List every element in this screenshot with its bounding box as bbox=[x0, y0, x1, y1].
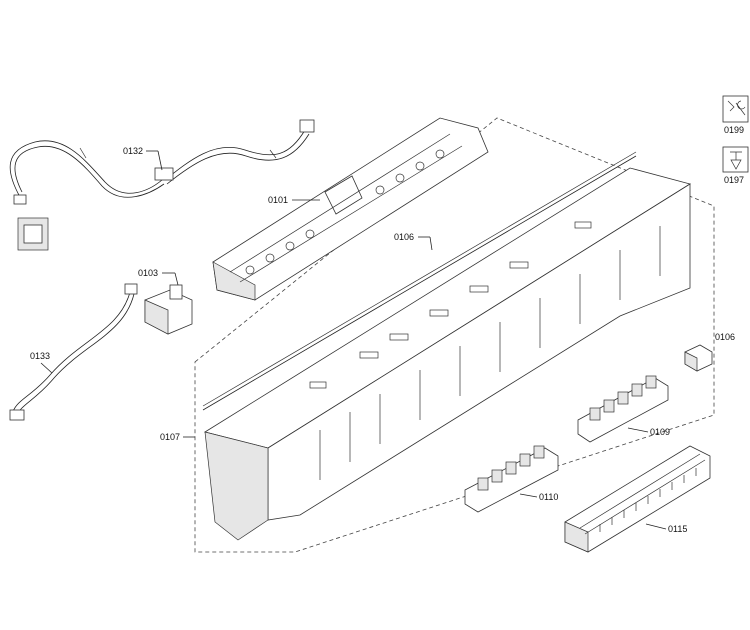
assembly-boundary bbox=[194, 117, 715, 553]
fascia-panel-0107[interactable] bbox=[203, 167, 691, 541]
wrench-icon[interactable] bbox=[722, 95, 749, 123]
callout-label-0133: 0133 bbox=[30, 351, 50, 361]
callout-label-0101: 0101 bbox=[268, 195, 288, 205]
rod-0106[interactable] bbox=[202, 151, 637, 411]
callout-label-0115: 0115 bbox=[668, 524, 687, 534]
service-icon-group: 0199 0197 bbox=[722, 95, 749, 185]
callout-label-0109: 0109 bbox=[650, 427, 670, 437]
switch-part-0103[interactable] bbox=[144, 284, 193, 335]
callout-label-0107: 0107 bbox=[160, 432, 180, 442]
callout-label-0103: 0103 bbox=[138, 268, 158, 278]
button-strip-0110[interactable] bbox=[464, 445, 559, 513]
wire-harness-0132[interactable] bbox=[9, 119, 315, 251]
cap-0106[interactable] bbox=[684, 344, 713, 372]
callout-label-0197: 0197 bbox=[724, 175, 744, 185]
callout-label-0199: 0199 bbox=[724, 125, 744, 135]
button-strip-0109[interactable] bbox=[577, 375, 669, 443]
cover-strip-0115[interactable] bbox=[564, 445, 711, 553]
control-module-0101[interactable] bbox=[212, 117, 489, 301]
callout-label-0106-cap: 0106 bbox=[715, 332, 735, 342]
callout-label-0110: 0110 bbox=[539, 492, 558, 502]
callout-label-0132: 0132 bbox=[123, 146, 143, 156]
callout-label-0106-rod: 0106 bbox=[394, 232, 414, 242]
wire-harness-0133[interactable] bbox=[9, 283, 138, 421]
